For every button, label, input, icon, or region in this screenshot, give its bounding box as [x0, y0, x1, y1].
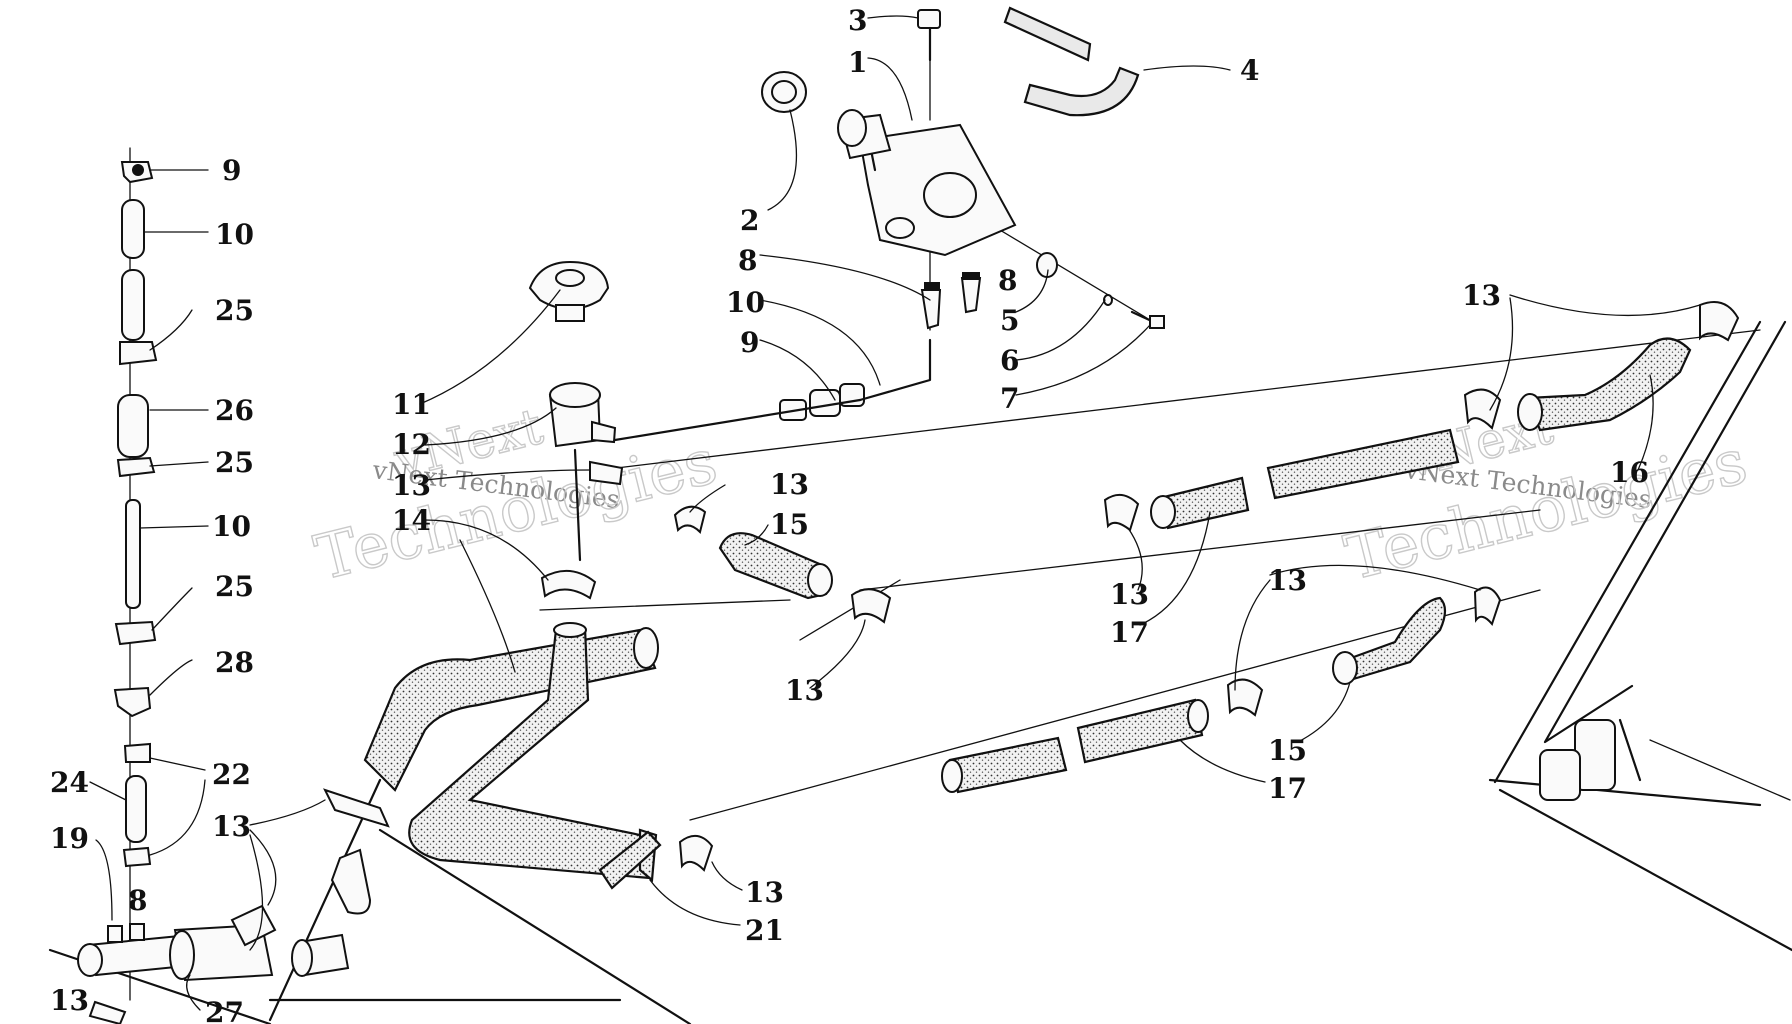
clamp-13-upper-d	[1103, 493, 1140, 532]
clamp-13-pump-b	[230, 904, 277, 947]
fitting-8-right	[960, 272, 982, 314]
callout-12: 12	[392, 428, 431, 461]
callout-22: 22	[212, 758, 251, 791]
callout-8-left: 8	[738, 244, 757, 277]
hose-16	[1526, 337, 1692, 432]
clamp-13-upper-e	[1463, 388, 1502, 430]
hose-21-lower	[598, 830, 662, 890]
callout-13-pump: 13	[212, 810, 251, 843]
tube-upper-long	[1266, 428, 1460, 500]
callout-13-upper-a: 13	[770, 468, 809, 501]
filler-neck-12	[548, 382, 624, 486]
thermostat-housing-assembly	[761, 6, 1165, 421]
outlet-nozzle	[837, 109, 892, 160]
callout-9-mid: 9	[740, 326, 759, 359]
tube-24	[125, 775, 147, 843]
callout-8-right: 8	[998, 264, 1017, 297]
upper-hose-run	[673, 301, 1740, 624]
callout-27: 27	[205, 996, 244, 1024]
callout-3: 3	[848, 4, 867, 37]
callout-13-lower: 13	[1268, 564, 1307, 597]
callout-15-lower: 15	[1268, 734, 1307, 767]
leader-lines	[89, 15, 1701, 1011]
callout-25-lower: 25	[215, 570, 254, 603]
washer-6	[1103, 294, 1113, 306]
callout-13-upper-c: 13	[1110, 578, 1149, 611]
filler-neck-assembly	[528, 260, 862, 600]
callout-10-mid: 10	[726, 286, 765, 319]
callout-13-bottom-mid: 13	[745, 876, 784, 909]
callout-13-upper-b: 13	[785, 674, 824, 707]
hose-21-upper	[408, 626, 652, 880]
callout-8-bottom: 8	[128, 884, 147, 917]
clamp-13-upper-f	[1699, 301, 1740, 342]
callout-13-filler: 13	[392, 469, 431, 502]
callout-25-upper: 25	[215, 294, 254, 327]
radiator-right	[1539, 718, 1791, 801]
callout-10-lower: 10	[212, 510, 251, 543]
hose-connector-2	[761, 71, 807, 113]
tube-26	[117, 394, 149, 458]
clamp-13-lower-b	[1473, 586, 1502, 627]
callout-15-upper: 15	[770, 508, 809, 541]
thermostat-housing	[858, 123, 1017, 257]
fitting-8-left	[920, 282, 942, 330]
vent-line-assembly	[77, 161, 198, 977]
callout-1: 1	[848, 46, 867, 79]
elbow-fitting	[330, 848, 372, 915]
clamp-13-lower-c	[678, 835, 714, 872]
clamp-14	[540, 570, 597, 600]
bleeder-valve-3	[917, 9, 941, 62]
callout-19: 19	[50, 822, 89, 855]
clamp-25-mid	[116, 456, 156, 478]
coolant-fitting-19	[77, 923, 198, 977]
callout-6: 6	[1000, 344, 1019, 377]
callout-14: 14	[392, 504, 431, 537]
callout-13-bottom-left: 13	[50, 984, 89, 1017]
bypass-hose-4	[1003, 6, 1140, 117]
callout-16: 16	[1610, 456, 1649, 489]
callout-25-mid: 25	[215, 446, 254, 479]
callout-11: 11	[392, 388, 431, 421]
fitting-28	[113, 686, 152, 718]
clamp-22-lower	[122, 846, 152, 868]
water-pump-assembly	[88, 788, 390, 1024]
callout-2: 2	[740, 204, 759, 237]
hose-17-lower	[1076, 698, 1204, 764]
hose-15-lower	[1338, 596, 1447, 682]
frame-outline	[48, 320, 1792, 1024]
callout-5: 5	[1000, 304, 1019, 337]
tube-10-lower	[125, 499, 141, 609]
callout-17-lower: 17	[1268, 772, 1307, 805]
tube-10-upper	[121, 199, 145, 259]
clamp-13-bottom	[88, 1000, 127, 1024]
clamp-25-lower	[114, 620, 157, 646]
callout-26: 26	[215, 394, 254, 427]
callout-10-top: 10	[215, 218, 254, 251]
clamp-13-upper-b	[673, 505, 707, 534]
callout-13-upper-d: 13	[1462, 279, 1501, 312]
callout-21: 21	[745, 914, 784, 947]
screw-7	[1130, 310, 1165, 329]
clamp-25-upper	[119, 341, 158, 366]
clamp-13-pump-a	[323, 788, 390, 828]
callout-labels: 1 2 3 4 5 6 7 8 8 9 10 9 10 25 26 25 10 …	[50, 4, 1649, 1024]
lower-hose-run	[678, 586, 1502, 872]
callout-24: 24	[50, 766, 89, 799]
callout-9-top: 9	[222, 154, 241, 187]
callout-7: 7	[1000, 382, 1019, 415]
callout-17-upper: 17	[1110, 616, 1149, 649]
fitting-9-top	[120, 161, 154, 184]
tube-lower-mid	[948, 736, 1068, 794]
tube-10-mid	[121, 269, 145, 341]
main-hoses	[363, 622, 662, 890]
radiator-cap-11	[528, 260, 610, 322]
clamp-22-upper	[123, 742, 151, 763]
clamp-13-lower-a	[1226, 678, 1264, 717]
callout-4: 4	[1240, 54, 1259, 87]
clamp-13-upper-c	[850, 588, 892, 624]
callout-28: 28	[215, 646, 254, 679]
